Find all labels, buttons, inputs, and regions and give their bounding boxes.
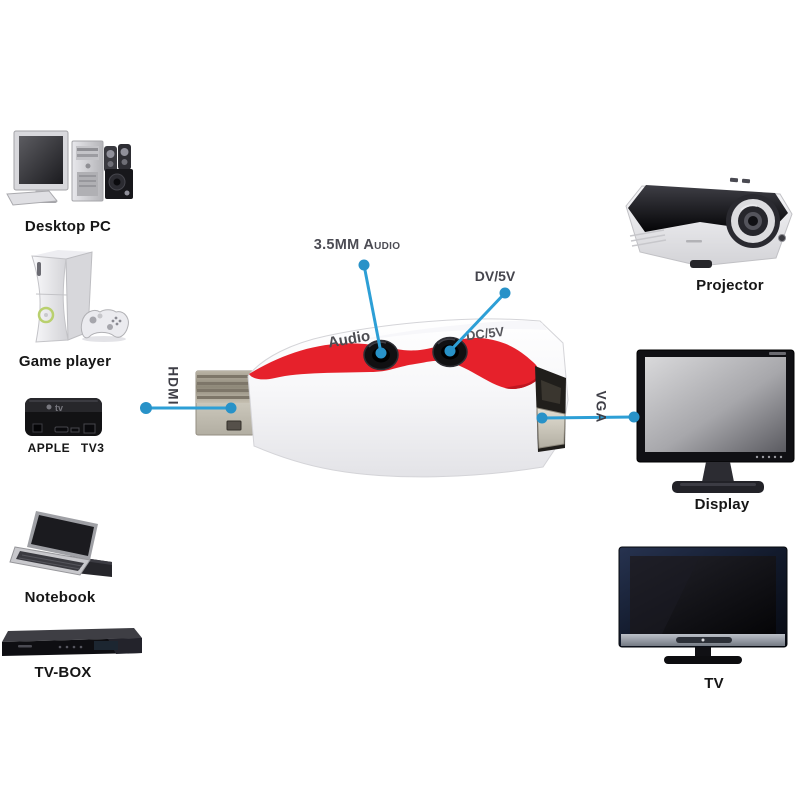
- callout-dot-hdmi-left: [140, 402, 152, 414]
- callout-dot-vga-port: [536, 412, 548, 424]
- adapter-body: [247, 318, 569, 478]
- tv-image: [618, 546, 788, 664]
- display-label: Display: [694, 496, 750, 513]
- adapter-top-sheen: [252, 320, 547, 380]
- svg-text:tv: tv: [55, 403, 63, 413]
- callout-dot-audio-label: [358, 259, 370, 271]
- callout-dot-vga-right: [628, 411, 640, 423]
- callout-line-power: [448, 291, 507, 353]
- projector-label: Projector: [696, 277, 764, 294]
- game-player-image: [31, 250, 129, 343]
- adapter-image: Audio DC/5V: [195, 318, 569, 478]
- apple-tv-image: tv: [25, 398, 102, 436]
- tv-label: TV: [704, 675, 724, 692]
- notebook-image: [9, 511, 112, 577]
- tv-box-label: TV-BOX: [34, 664, 92, 681]
- callout-dot-power-jack: [444, 345, 456, 357]
- callout-dot-audio-jack: [375, 347, 387, 359]
- red-stripe-shadow: [505, 369, 540, 390]
- callout-dot-hdmi-plug: [225, 402, 237, 414]
- callout-line-vga: [541, 415, 635, 420]
- callout-dot-power-label: [499, 287, 511, 299]
- hdmi-plug: [195, 370, 255, 436]
- apple-tv-label: APPLE TV3: [27, 441, 105, 455]
- callout-audio-label: 3.5MM Audio: [313, 237, 401, 253]
- notebook-label: Notebook: [24, 589, 96, 606]
- desktop-pc-image: [6, 130, 133, 206]
- callout-vga-label: VGA: [593, 390, 609, 424]
- callout-line-audio: [362, 264, 383, 354]
- tv-box-image: [2, 628, 142, 656]
- game-player-label: Game player: [18, 353, 112, 370]
- display-image: [636, 349, 795, 493]
- desktop-pc-label: Desktop PC: [24, 218, 112, 235]
- vga-port: [535, 366, 566, 452]
- callout-power-label: DV/5V: [474, 268, 516, 284]
- projector-image: [625, 177, 793, 268]
- callouts: [140, 259, 640, 424]
- printed-dc-label: DC/5V: [465, 324, 505, 344]
- callout-hdmi-label: HDMI: [165, 366, 181, 406]
